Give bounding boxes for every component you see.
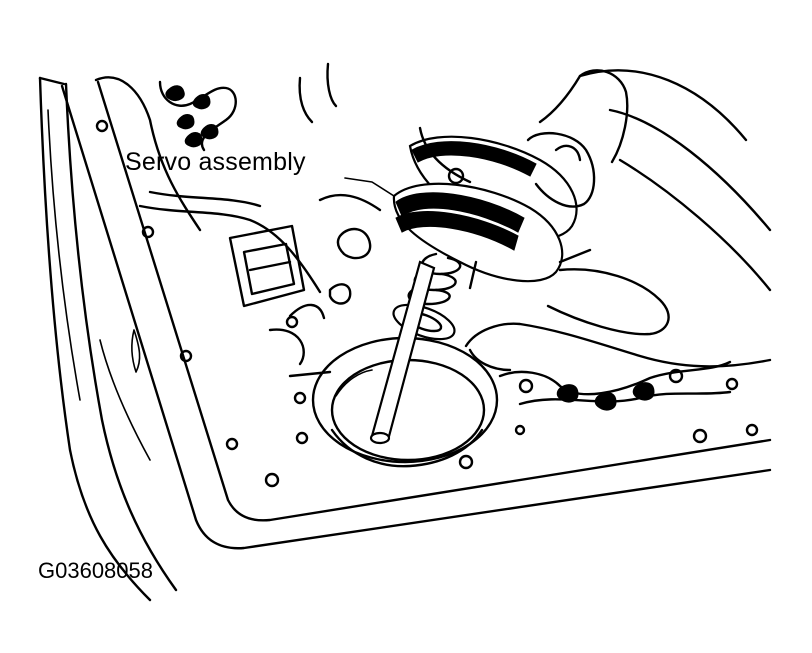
servo-assembly-callout: Servo assembly [125, 148, 306, 176]
figure-id: G03608058 [38, 558, 153, 583]
servo-piston [369, 126, 592, 445]
callout-leader-line [344, 177, 395, 197]
hand [298, 62, 772, 372]
valve-body-passages [138, 80, 739, 445]
transmission-case [38, 76, 178, 602]
case-flange [60, 76, 772, 550]
